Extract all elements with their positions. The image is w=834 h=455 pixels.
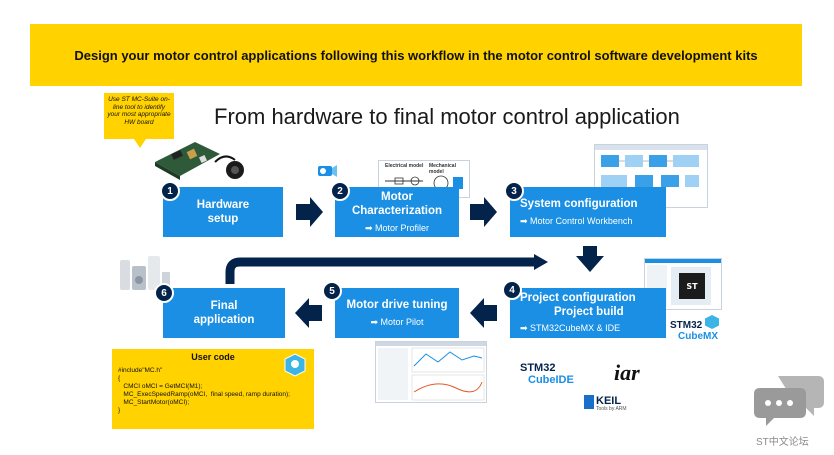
step-3-subtitle: ➡ Motor Control Workbench [520, 215, 633, 226]
callout-note: Use ST MC-Suite on-line tool to identify… [104, 93, 174, 139]
callout-tail [134, 139, 146, 148]
step-motor-drive-tuning: Motor drive tuning ➡ Motor Pilot [335, 288, 459, 338]
step-2-badge: 2 [330, 181, 350, 201]
motor-pilot-plots [376, 342, 486, 401]
user-code-line: { [118, 375, 121, 382]
appliances-image [120, 256, 170, 290]
user-code-line: #include"MC.h" [118, 367, 163, 374]
cubeide-logo-bottom: CubeIDE [528, 374, 574, 386]
step-4-title2: Project build [554, 306, 624, 318]
step-system-configuration: System configuration ➡ Motor Control Wor… [510, 187, 666, 237]
arrow-5-to-6 [295, 298, 322, 328]
keil-logo: KEIL Tools by ARM [584, 395, 640, 415]
blower-icon [318, 165, 337, 177]
keil-logo-text: KEIL [596, 395, 622, 407]
cubemx-logo-top: STM32 [670, 320, 703, 331]
iar-logo: iar [614, 360, 640, 385]
step-motor-characterization: Motor Characterization ➡ Motor Profiler [335, 187, 459, 237]
step-2-subtitle: ➡ Motor Profiler [364, 222, 430, 233]
stm32-cubemx-logo: STM32 CubeMX [670, 320, 720, 346]
forum-label: ST中文论坛 [756, 437, 809, 448]
banner-text: Design your motor control applications f… [74, 47, 758, 63]
step-hardware-setup: Hardware setup [163, 187, 283, 237]
svg-text:ST: ST [686, 282, 698, 291]
arrow-3-to-4 [576, 246, 604, 272]
step-3-title: System configuration [520, 197, 638, 210]
step-1-badge: 1 [160, 181, 180, 201]
step-final-application: Final application [163, 288, 285, 338]
feedback-loop-arrow [225, 257, 536, 284]
arrow-4-to-5 [470, 298, 497, 328]
stm32-badge-icon [284, 353, 306, 377]
step-6-title: Final application [193, 300, 255, 326]
step-4-title: Project configuration [520, 292, 636, 304]
cubemx-cube-icon [705, 315, 719, 329]
user-code-box: User code #include"MC.h" { CMCI oMCI = G… [112, 349, 314, 429]
step-3-badge: 3 [504, 181, 524, 201]
step-2-title: Motor Characterization [351, 190, 443, 217]
step-5-subtitle: ➡ Motor Pilot [370, 316, 424, 327]
keil-logo-sub: Tools by ARM [596, 406, 627, 412]
step-1-title: Hardware setup [196, 199, 250, 225]
forum-chat-icon [754, 376, 824, 426]
hardware-board-image [155, 142, 244, 180]
user-code-line: } [118, 407, 121, 414]
step-project-configuration: Project configuration Project build ➡ ST… [510, 288, 666, 338]
step-5-badge: 5 [322, 281, 342, 301]
header-banner: Design your motor control applications f… [30, 24, 802, 86]
user-code-title: User code [191, 352, 235, 362]
motor-pilot-screenshot [375, 341, 487, 403]
main-title: From hardware to final motor control app… [214, 104, 680, 129]
cubemx-logo-bottom: CubeMX [678, 331, 718, 342]
step-6-badge: 6 [154, 283, 174, 303]
cubeide-logo-top: STM32 [520, 362, 556, 374]
keil-mark [584, 395, 594, 409]
electrical-model-label: Electrical model [385, 163, 424, 169]
arrow-2-to-3 [470, 197, 497, 227]
user-code-line: MC_ExecSpeedRamp(oMCI, final speed, ramp… [118, 391, 290, 398]
mechanical-model-label: Mechanical model [429, 163, 456, 175]
step-5-title: Motor drive tuning [346, 298, 448, 311]
arrow-1-to-2 [296, 197, 323, 227]
user-code-line: MC_StartMotor(oMCI); [118, 399, 190, 406]
step-4-subtitle: ➡ STM32CubeMX & IDE [520, 323, 621, 333]
stm32-cubeide-logo: STM32 CubeIDE [520, 362, 580, 390]
workbench-blocks [595, 145, 707, 187]
step-4-badge: 4 [502, 280, 522, 300]
user-code-line: CMCI oMCI = GetMCI(M1); [118, 383, 203, 390]
